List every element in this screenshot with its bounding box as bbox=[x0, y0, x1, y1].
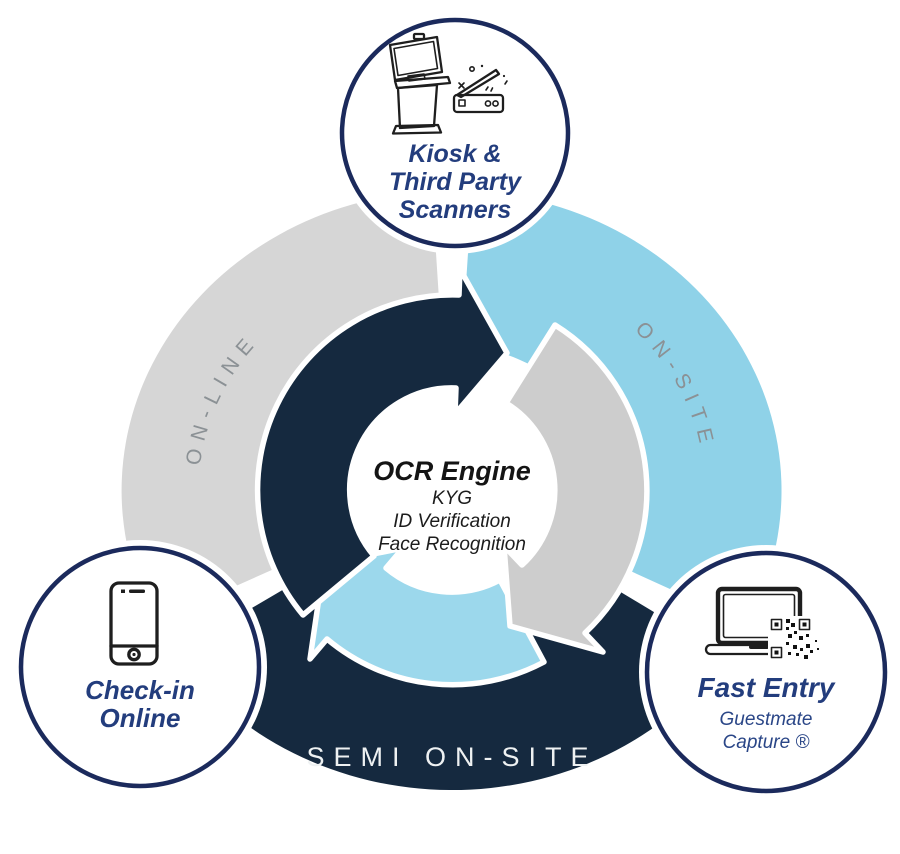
checkin-label-line2: Online bbox=[100, 703, 181, 733]
qr-code bbox=[768, 616, 819, 662]
laptop-qr-code-icon bbox=[704, 586, 819, 662]
cycle-arrow-gray bbox=[501, 322, 650, 655]
cycle-arrow-blue bbox=[307, 545, 547, 688]
node-circle bbox=[18, 545, 262, 789]
checkin-label-line1: Check-in bbox=[85, 675, 195, 705]
cycle-arrows bbox=[254, 266, 650, 688]
center-heading: OCR Engine bbox=[373, 456, 531, 486]
node-fast-entry: Fast Entry Guestmate Capture ® bbox=[639, 545, 893, 799]
smartphone-icon bbox=[109, 581, 159, 666]
fastentry-sub-line1: Guestmate bbox=[720, 709, 813, 730]
fastentry-sub-line2: Capture ® bbox=[723, 732, 810, 753]
node-kiosk-scanners: Kiosk & Third Party Scanners bbox=[334, 12, 576, 254]
center-engine-text: OCR Engine KYG ID Verification Face Reco… bbox=[373, 456, 531, 555]
center-line-kyg: KYG bbox=[432, 488, 472, 509]
cycle-arrow-navy bbox=[254, 266, 510, 618]
center-line-face-recognition: Face Recognition bbox=[378, 534, 526, 555]
kiosk-label-line1: Kiosk & bbox=[408, 140, 501, 168]
center-line-id-verification: ID Verification bbox=[393, 511, 511, 532]
kiosk-label-line3: Scanners bbox=[399, 196, 512, 224]
node-checkin-online: Check-in Online bbox=[13, 540, 267, 794]
node-circle bbox=[339, 17, 571, 249]
fastentry-title: Fast Entry bbox=[698, 672, 836, 703]
kiosk-and-scanner-icon bbox=[388, 32, 508, 135]
kiosk-label-line2: Third Party bbox=[389, 168, 522, 196]
node-circle bbox=[644, 550, 888, 794]
ring-label-semi-onsite: SEMI ON-SITE bbox=[306, 742, 597, 772]
